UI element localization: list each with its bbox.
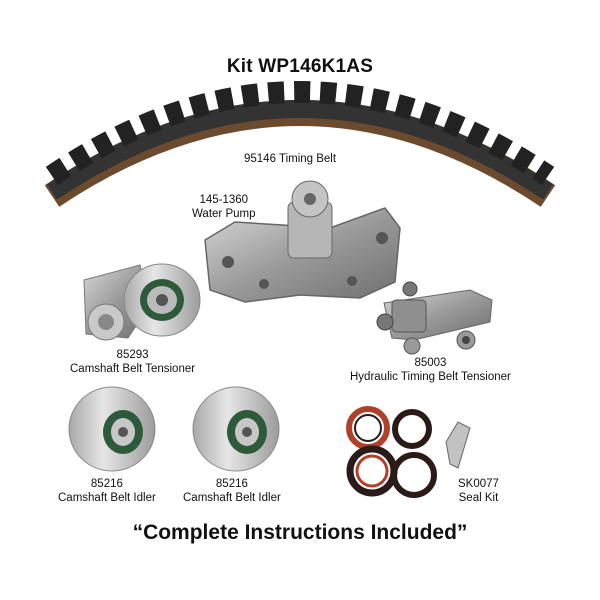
water-pump-part-name: Water Pump [192, 208, 256, 220]
idler-right-part-name: Camshaft Belt Idler [183, 492, 281, 504]
instructions-footer: “Complete Instructions Included” [132, 521, 468, 544]
water-pump-label: 145-1360 Water Pump [192, 193, 255, 221]
timing-belt-image [44, 81, 556, 207]
seal-kit-image [346, 406, 471, 498]
hydraulic-tensioner-label: 85003 Hydraulic Timing Belt Tensioner [350, 356, 511, 384]
seal-kit-label: SK0077 Seal Kit [458, 477, 499, 505]
idler-right-image [192, 386, 280, 472]
seal-kit-part-name: Seal Kit [458, 492, 499, 504]
hydraulic-tensioner-part-name: Hydraulic Timing Belt Tensioner [350, 371, 511, 383]
water-pump-image [204, 180, 401, 303]
idler-right-label: 85216 Camshaft Belt Idler [183, 477, 281, 505]
camshaft-tensioner-label: 85293 Camshaft Belt Tensioner [70, 348, 195, 376]
water-pump-part-number: 145-1360 [199, 194, 249, 206]
kit-title: Kit WP146K1AS [226, 56, 374, 77]
timing-belt-label: 95146 Timing Belt [244, 153, 337, 165]
camshaft-tensioner-part-name: Camshaft Belt Tensioner [70, 363, 196, 375]
idler-right-part-number: 85216 [215, 478, 248, 490]
seal-kit-part-number: SK0077 [458, 478, 499, 490]
idler-left-part-name: Camshaft Belt Idler [58, 492, 156, 504]
hydraulic-tensioner-part-number: 85003 [414, 357, 447, 369]
hydraulic-tensioner-image [376, 281, 493, 355]
idler-left-image [68, 386, 156, 472]
camshaft-tensioner-image [83, 263, 201, 341]
idler-left-part-number: 85216 [90, 478, 123, 490]
camshaft-tensioner-part-number: 85293 [116, 349, 149, 361]
idler-left-label: 85216 Camshaft Belt Idler [58, 477, 156, 505]
